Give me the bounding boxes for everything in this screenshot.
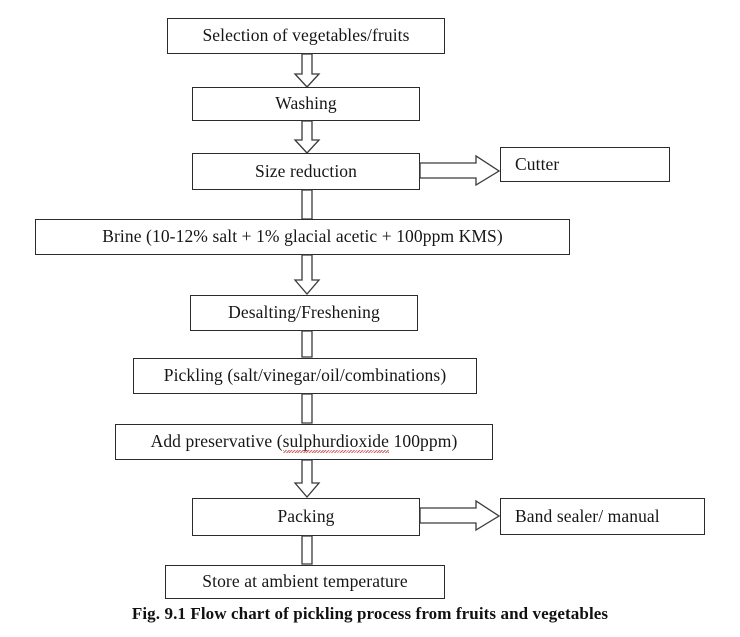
node-pickling[interactable]: Pickling (salt/vinegar/oil/combinations) — [133, 358, 477, 394]
node-washing-label: Washing — [275, 93, 337, 114]
arrow-brine-to-desalting — [292, 254, 322, 295]
node-cutter[interactable]: Cutter — [500, 147, 670, 182]
node-brine[interactable]: Brine (10-12% salt + 1% glacial acetic +… — [35, 219, 570, 255]
node-washing[interactable]: Washing — [192, 87, 420, 121]
node-brine-label: Brine (10-12% salt + 1% glacial acetic +… — [102, 226, 503, 247]
node-packing-label: Packing — [277, 506, 335, 527]
arrow-size-reduction-to-brine — [299, 189, 315, 220]
arrow-pickling-to-preservative — [299, 393, 315, 424]
node-cutter-label: Cutter — [515, 153, 560, 174]
arrow-size-reduction-to-cutter — [419, 154, 501, 190]
preservative-text-before: Add preservative ( — [150, 431, 283, 452]
node-selection[interactable]: Selection of vegetables/fruits — [167, 18, 445, 54]
preservative-misspelled-word: sulphurdioxide — [282, 431, 390, 453]
node-selection-label: Selection of vegetables/fruits — [202, 25, 410, 46]
node-size-reduction[interactable]: Size reduction — [192, 153, 420, 190]
node-size-reduction-label: Size reduction — [255, 160, 357, 181]
node-desalting[interactable]: Desalting/Freshening — [190, 295, 418, 331]
arrow-packing-to-band-sealer — [419, 499, 501, 535]
arrow-washing-to-size-reduction — [292, 120, 322, 154]
figure-caption: Fig. 9.1 Flow chart of pickling process … — [131, 604, 609, 623]
arrow-selection-to-washing — [292, 53, 322, 88]
node-store-label: Store at ambient temperature — [202, 571, 408, 592]
node-add-preservative-label: Add preservative (sulphurdioxide 100ppm) — [150, 431, 458, 453]
preservative-text-after: 100ppm) — [389, 431, 458, 452]
arrow-desalting-to-pickling — [299, 330, 315, 358]
node-band-sealer[interactable]: Band sealer/ manual — [500, 498, 705, 535]
node-add-preservative[interactable]: Add preservative (sulphurdioxide 100ppm) — [115, 424, 493, 460]
node-pickling-label: Pickling (salt/vinegar/oil/combinations) — [163, 365, 447, 386]
node-store[interactable]: Store at ambient temperature — [165, 565, 445, 599]
arrow-preservative-to-packing — [292, 459, 322, 498]
node-desalting-label: Desalting/Freshening — [228, 302, 380, 323]
node-packing[interactable]: Packing — [192, 498, 420, 536]
node-band-sealer-label: Band sealer/ manual — [515, 505, 660, 526]
arrow-packing-to-store — [299, 535, 315, 565]
